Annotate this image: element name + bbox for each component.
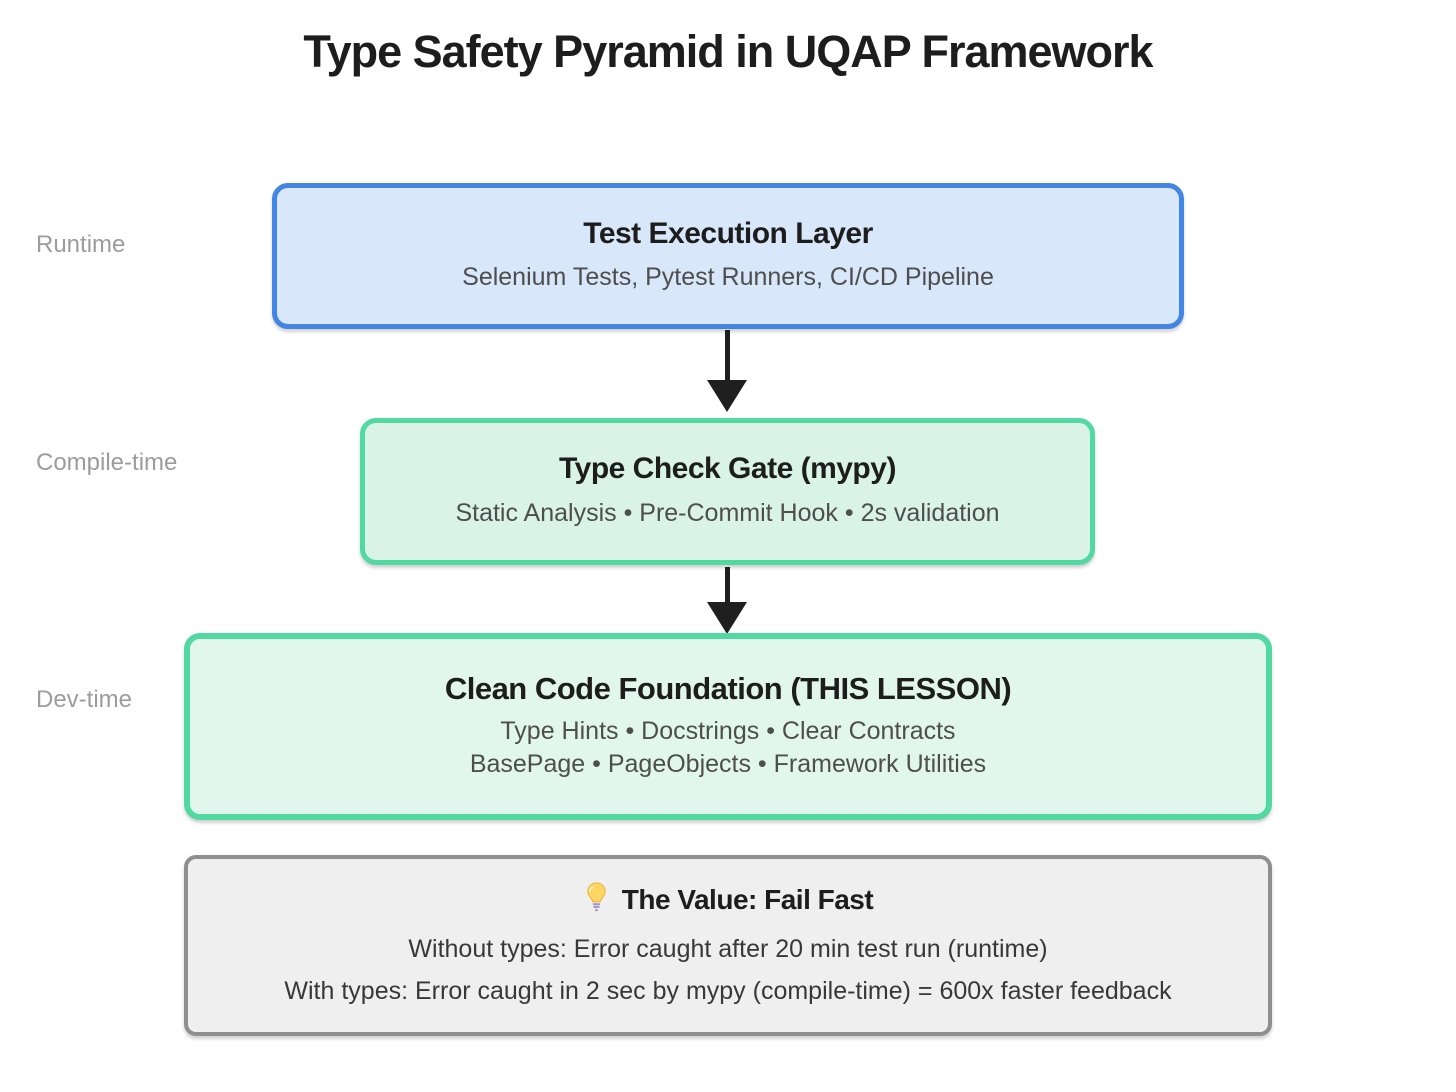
layer-type-check-gate: Type Check Gate (mypy) Static Analysis •… bbox=[360, 418, 1095, 565]
layer-type-check-gate-title: Type Check Gate (mypy) bbox=[559, 452, 896, 486]
layer-clean-code-foundation-subtitle-2: BasePage • PageObjects • Framework Utili… bbox=[469, 750, 987, 779]
layer-test-execution-subtitle: Selenium Tests, Pytest Runners, CI/CD Pi… bbox=[462, 263, 994, 292]
side-label-dev-time: Dev-time bbox=[36, 686, 133, 713]
arrow-typecheck-to-foundation bbox=[707, 567, 747, 634]
layer-clean-code-foundation-title: Clean Code Foundation (THIS LESSON) bbox=[444, 670, 1012, 706]
value-line-with-types: With types: Error caught in 2 sec by myp… bbox=[284, 977, 1172, 1005]
side-label-runtime: Runtime bbox=[36, 231, 126, 258]
arrow-shaft bbox=[724, 567, 730, 602]
lightbulb-icon bbox=[583, 882, 610, 917]
value-line-without-types: Without types: Error caught after 20 min… bbox=[408, 935, 1048, 963]
layer-test-execution-title: Test Execution Layer bbox=[583, 216, 873, 250]
value-title-row: The Value: Fail Fast bbox=[583, 882, 874, 917]
arrow-head-icon bbox=[707, 380, 747, 412]
page-title: Type Safety Pyramid in UQAP Framework bbox=[303, 26, 1153, 77]
value-title: The Value: Fail Fast bbox=[621, 883, 874, 915]
arrow-test-to-typecheck bbox=[707, 330, 747, 412]
arrow-shaft bbox=[724, 330, 730, 380]
value-callout-box: The Value: Fail Fast Without types: Erro… bbox=[184, 855, 1272, 1036]
arrow-head-icon bbox=[707, 602, 747, 634]
layer-type-check-gate-subtitle: Static Analysis • Pre-Commit Hook • 2s v… bbox=[455, 498, 1000, 527]
layer-clean-code-foundation-subtitle-1: Type Hints • Docstrings • Clear Contract… bbox=[500, 716, 956, 745]
layer-clean-code-foundation: Clean Code Foundation (THIS LESSON) Type… bbox=[184, 633, 1272, 820]
side-label-compile-time: Compile-time bbox=[36, 449, 178, 476]
layer-test-execution: Test Execution Layer Selenium Tests, Pyt… bbox=[272, 183, 1184, 329]
